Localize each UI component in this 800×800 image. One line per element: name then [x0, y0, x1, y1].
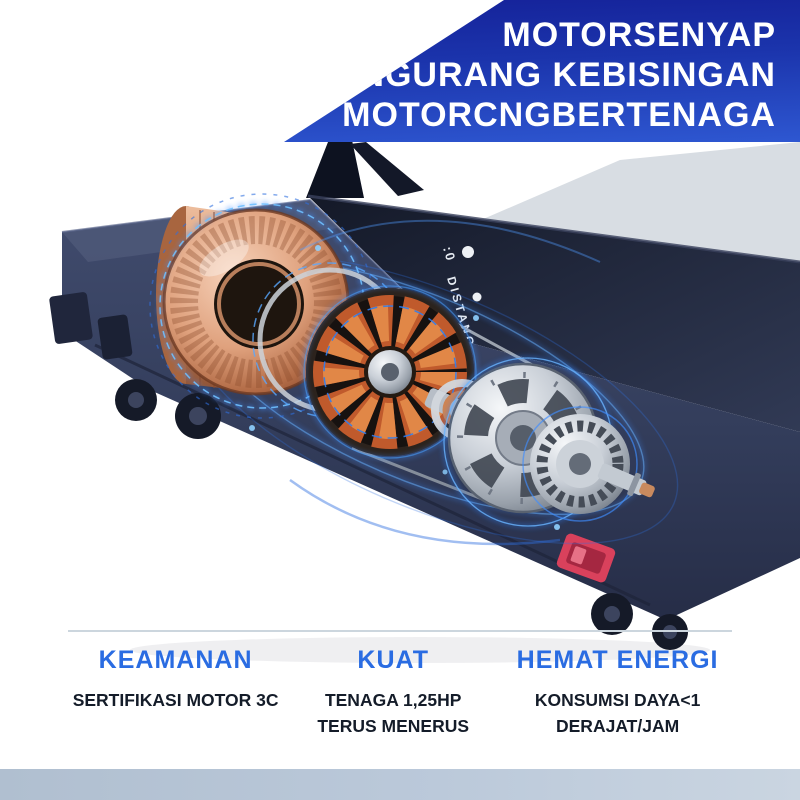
feature-energy-saving: HEMAT ENERGI KONSUMSI DAYA<1 DERAJAT/JAM — [495, 646, 740, 739]
headline-line-3: MOTORCNGBERTENAGA — [342, 96, 776, 134]
feature-desc-line: DERAJAT/JAM — [556, 716, 680, 736]
treadmill-handlebar-post — [306, 140, 424, 198]
motor-output-shaft — [597, 463, 655, 498]
energy-cables — [249, 219, 601, 546]
feature-divider — [68, 630, 732, 632]
feature-list: KEAMANAN SERTIFIKASI MOTOR 3C KUAT TENAG… — [60, 646, 740, 739]
feature-desc-line: TENAGA 1,25HP — [324, 690, 462, 710]
floor-shadow — [130, 637, 710, 663]
feature-power: KUAT TENAGA 1,25HP TERUS MENERUS — [291, 646, 495, 739]
deck-display-dot — [472, 292, 482, 302]
feature-desc-line: KONSUMSI DAYA<1 — [534, 690, 701, 710]
transport-wheels — [115, 379, 688, 650]
feature-title: HEMAT ENERGI — [516, 646, 719, 674]
treadmill-deck — [307, 194, 800, 432]
motor-stator-coil — [156, 206, 350, 396]
feature-safety: KEAMANAN SERTIFIKASI MOTOR 3C — [60, 646, 291, 739]
motor-bearing — [522, 406, 638, 522]
deck-display-value: :0 — [440, 245, 459, 264]
frame-brackets — [49, 292, 133, 360]
feature-desc-line: TERUS MENERUS — [317, 716, 470, 736]
deck-display-dot — [462, 246, 474, 258]
footer-bar — [0, 769, 800, 800]
feature-title: KEAMANAN — [98, 646, 253, 674]
power-switch — [556, 533, 616, 583]
headline-line-1: MOTORSENYAP — [502, 16, 776, 54]
motor-assembly — [149, 193, 679, 546]
feature-desc-line: SERTIFIKASI MOTOR 3C — [72, 690, 279, 710]
feature-title: KUAT — [357, 646, 429, 674]
